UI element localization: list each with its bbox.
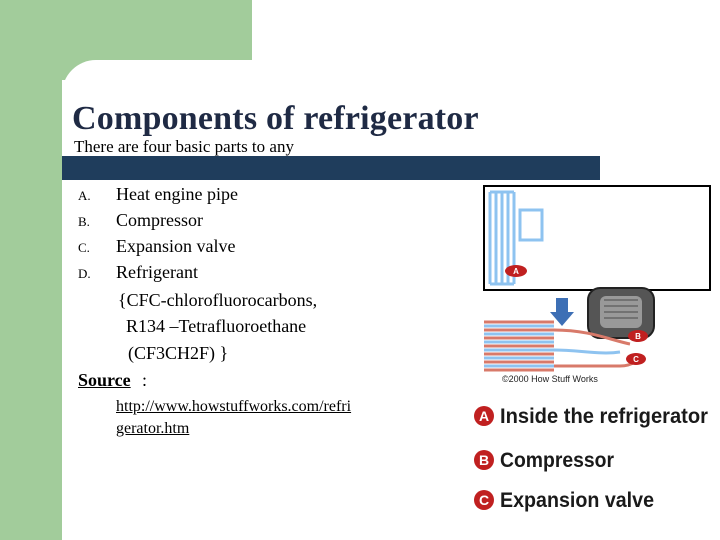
- source-link[interactable]: http://www.howstuffworks.com/refri: [116, 398, 352, 415]
- source-colon: :: [142, 370, 148, 390]
- legend-row-a: A Inside the refrigerator: [474, 405, 708, 428]
- list-item: A. Heat engine pipe: [74, 184, 424, 210]
- list-marker: A.: [78, 188, 91, 203]
- list-item-text: Heat engine pipe: [116, 184, 238, 204]
- compressor-shape: [587, 287, 655, 339]
- diagram-copyright: ©2000 How Stuff Works: [502, 374, 598, 384]
- legend-letter: B: [479, 452, 489, 468]
- list-item: C. Expansion valve: [74, 236, 424, 262]
- list-marker: D.: [78, 266, 91, 281]
- refrigerator-diagram: A B C ©2000 How Stuff Works A Inside the…: [474, 185, 711, 512]
- source-link-continued[interactable]: gerator.htm: [116, 420, 190, 437]
- slide-subtitle: There are four basic parts to any: [74, 137, 294, 156]
- legend-row-c: C Expansion valve: [474, 489, 654, 512]
- marker-a-letter: A: [513, 267, 519, 276]
- marker-c-letter: C: [633, 355, 639, 364]
- list-item-text: Compressor: [116, 210, 203, 230]
- legend-letter: C: [479, 492, 489, 508]
- legend-letter: A: [479, 408, 489, 424]
- components-list: A. Heat engine pipe B. Compressor C. Exp…: [74, 184, 424, 288]
- marker-b-letter: B: [635, 332, 641, 341]
- legend-label: Compressor: [500, 449, 614, 472]
- source-label: Source: [78, 370, 131, 390]
- marker-a-badge: A: [505, 265, 527, 277]
- list-item: D. Refrigerant: [74, 262, 424, 288]
- title-bar: [62, 156, 600, 180]
- legend-row-b: B Compressor: [474, 449, 614, 472]
- slide-title: Components of refrigerator: [72, 100, 479, 137]
- list-item-text: Refrigerant: [116, 262, 198, 282]
- refrigerant-detail: (CF3CH2F) }: [128, 343, 229, 363]
- marker-c-badge: C: [626, 353, 646, 365]
- decor-green-side: [0, 0, 62, 540]
- list-marker: C.: [78, 240, 90, 255]
- list-item: B. Compressor: [74, 210, 424, 236]
- legend-label: Inside the refrigerator: [500, 405, 708, 428]
- marker-b-badge: B: [628, 330, 648, 342]
- refrigerant-detail: R134 –Tetrafluoroethane: [126, 316, 307, 336]
- list-item-text: Expansion valve: [116, 236, 236, 256]
- list-marker: B.: [78, 214, 90, 229]
- refrigerant-detail: {CFC-chlorofluorocarbons,: [118, 290, 318, 310]
- flow-arrow-icon: [550, 298, 574, 326]
- legend-label: Expansion valve: [500, 489, 654, 512]
- inside-coil: [488, 190, 544, 286]
